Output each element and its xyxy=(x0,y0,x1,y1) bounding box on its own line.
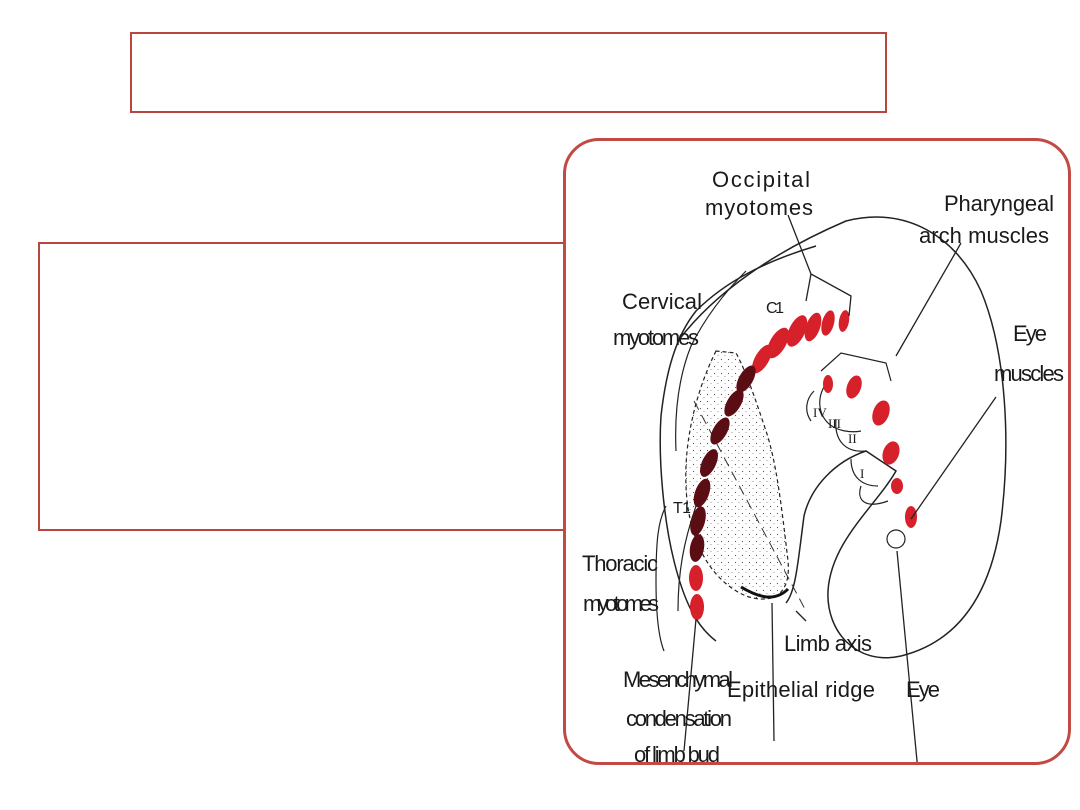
epithelial-ridge-line xyxy=(740,585,790,599)
embryo-diagram: Occipital myotomes Pharyngeal arch muscl… xyxy=(582,167,1064,765)
label-mesenchymal-line1: Mesenchymal xyxy=(623,667,733,692)
arch-muscle xyxy=(872,400,890,426)
embryo-outline xyxy=(677,216,1007,659)
myotome-thoracic xyxy=(689,565,703,591)
label-occipital-line2: myotomes xyxy=(705,195,813,220)
arch-upper-outline xyxy=(820,352,892,382)
label-thoracic-line2: myotomes xyxy=(583,591,659,616)
myotome-cervical xyxy=(700,449,718,477)
thoracic-bracket xyxy=(655,505,667,652)
label-pharyngeal-line1: Pharyngeal xyxy=(944,191,1054,216)
cervical-bracket xyxy=(675,270,747,452)
label-arch-IV: IV xyxy=(813,405,827,420)
label-thoracic-line1: Thoracic xyxy=(582,551,658,576)
myotome-occipital xyxy=(821,310,835,336)
arch-muscle xyxy=(823,375,833,393)
myotome-cervical xyxy=(751,344,773,374)
title-placeholder xyxy=(130,32,887,113)
label-t1: T1 xyxy=(673,500,691,517)
label-epithelial-ridge: Epithelial ridge xyxy=(727,677,875,702)
embryo-diagram-frame: Occipital myotomes Pharyngeal arch muscl… xyxy=(563,138,1071,765)
myotome-cervical xyxy=(710,417,730,445)
label-limb-axis: Limb axis xyxy=(784,631,872,656)
label-mesenchymal-line3: of limb bud xyxy=(634,742,720,765)
myotome-cervical xyxy=(767,327,789,359)
myotome-occipital xyxy=(786,315,808,347)
arch-muscle xyxy=(882,441,900,465)
label-cervical-line2: myotomes xyxy=(613,325,699,350)
myotome-occipital xyxy=(838,310,850,332)
content-placeholder xyxy=(38,242,598,531)
myotome-thoracic xyxy=(689,534,705,562)
myotome-occipital xyxy=(804,312,822,342)
label-mesenchymal-line2: condensation xyxy=(626,706,732,731)
leader-lines xyxy=(683,214,997,762)
eye-muscle xyxy=(905,506,917,528)
arch-muscle xyxy=(891,478,903,494)
label-arch-II: II xyxy=(848,431,857,446)
myotome-cervical xyxy=(724,389,744,417)
label-eye: Eye xyxy=(906,677,940,702)
myotome-thoracic xyxy=(690,594,704,620)
label-c1: C1 xyxy=(766,300,784,317)
myotome-cervical xyxy=(690,506,706,536)
arch-muscle xyxy=(846,375,862,399)
myotome-cervical xyxy=(736,365,756,393)
embryo-back-outline xyxy=(659,245,817,642)
eye-circle xyxy=(886,529,906,549)
label-occipital-line1: Occipital xyxy=(712,167,810,192)
myotome-cervical xyxy=(693,478,711,508)
label-eye-muscles-line2: muscles xyxy=(994,361,1064,386)
pharyngeal-arches xyxy=(806,380,889,505)
label-eye-muscles-line1: Eye xyxy=(1013,321,1047,346)
label-pharyngeal-line2: arch muscles xyxy=(919,223,1049,248)
label-arch-III: III xyxy=(828,416,841,431)
label-cervical-line1: Cervical xyxy=(622,289,702,314)
label-arch-I: I xyxy=(860,466,864,481)
